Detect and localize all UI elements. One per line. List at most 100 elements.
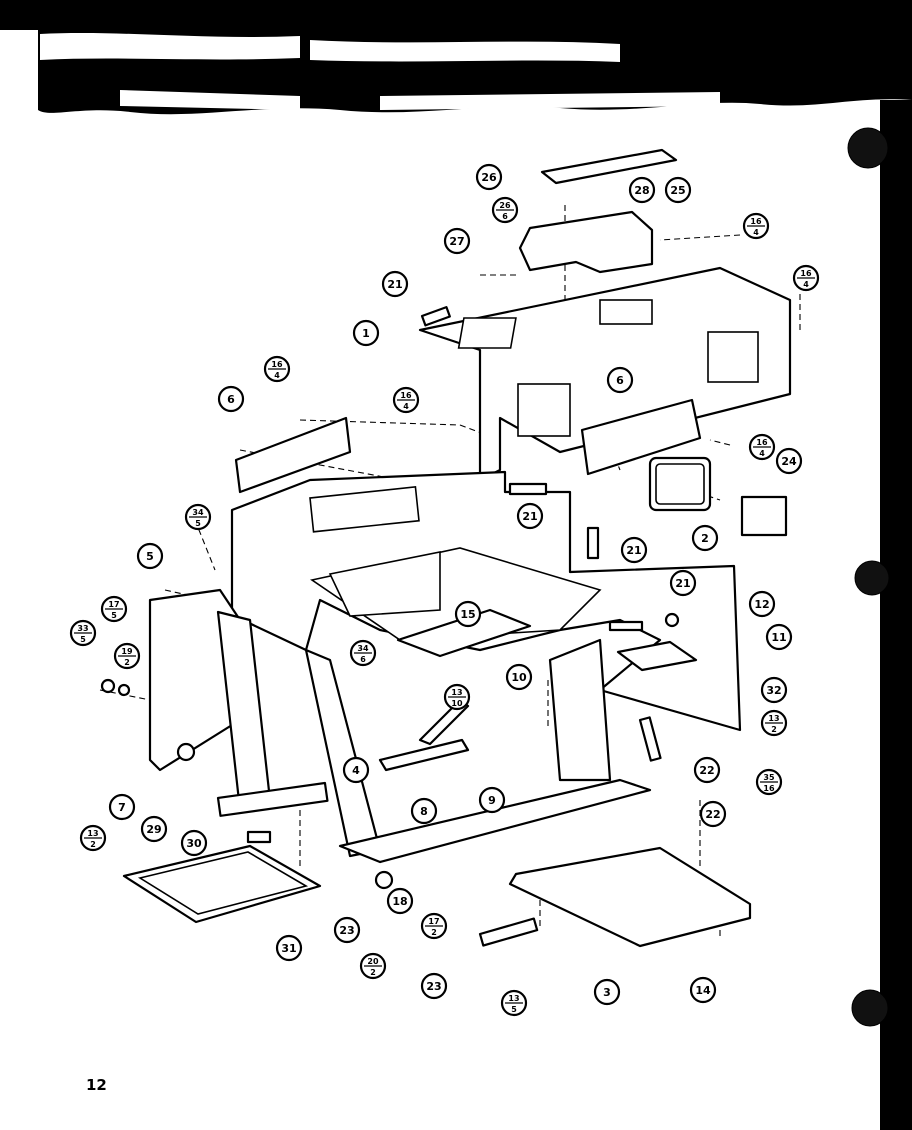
callout-number: 27: [449, 235, 464, 248]
callout-number: 22: [699, 764, 714, 777]
callout-c1: 1: [352, 319, 380, 347]
callout-c27: 27: [443, 227, 471, 255]
callout-number: 16: [800, 269, 812, 278]
callout-c16e: 164: [748, 433, 776, 461]
callout-c26a: 26: [475, 163, 503, 191]
part-12-knob: [664, 612, 680, 628]
callout-c22b: 22: [699, 800, 727, 828]
part-18-plug: [374, 870, 394, 890]
callout-number: 9: [488, 794, 496, 807]
callout-quantity: 2: [431, 928, 437, 937]
callout-number: 10: [511, 671, 527, 684]
callout-quantity: 5: [80, 635, 86, 644]
callout-c18: 18: [386, 887, 414, 915]
callout-c16c: 164: [263, 355, 291, 383]
callout-quantity: 4: [274, 371, 280, 380]
callout-number: 8: [420, 805, 428, 818]
callout-quantity: 10: [451, 699, 463, 708]
callout-number: 16: [756, 438, 768, 447]
callout-c6b: 6: [606, 366, 634, 394]
callout-number: 2: [701, 532, 709, 545]
callout-c3: 3: [593, 978, 621, 1006]
callout-c23a: 23: [333, 916, 361, 944]
callout-number: 34: [357, 644, 369, 653]
callout-c17a: 175: [100, 595, 128, 623]
callout-c17b: 172: [420, 912, 448, 940]
callout-quantity: 6: [502, 212, 508, 221]
part-29-rail: [216, 781, 329, 817]
callout-c7: 7: [108, 793, 136, 821]
callout-c34: 345: [184, 503, 212, 531]
part-19-nut: [117, 683, 131, 697]
callout-c32: 32: [760, 676, 788, 704]
callout-c4: 4: [342, 756, 370, 784]
callout-quantity: 2: [771, 725, 777, 734]
callout-quantity: 16: [763, 784, 775, 793]
part-11: [616, 640, 698, 672]
callout-c5: 5: [136, 542, 164, 570]
callout-number: 13: [768, 714, 779, 723]
callout-number: 21: [675, 577, 690, 590]
callout-number: 7: [118, 801, 126, 814]
callout-c13d: 135: [500, 989, 528, 1017]
part-21-clip-top: [420, 306, 451, 327]
callout-c9: 9: [478, 786, 506, 814]
callout-quantity: 2: [90, 840, 96, 849]
callout-number: 33: [77, 624, 88, 633]
callout-quantity: 5: [195, 519, 201, 528]
callout-c11: 11: [765, 623, 793, 651]
callout-number: 25: [670, 184, 685, 197]
callout-c30: 30: [180, 829, 208, 857]
callout-c23b: 23: [420, 972, 448, 1000]
callout-number: 24: [781, 455, 797, 468]
callout-number: 13: [451, 688, 462, 697]
callout-c29: 29: [140, 815, 168, 843]
callout-c28: 28: [628, 176, 656, 204]
callout-c21a: 21: [381, 270, 409, 298]
callout-c8: 8: [410, 797, 438, 825]
callout-number: 16: [271, 360, 283, 369]
callout-number: 1: [362, 327, 370, 340]
callout-number: 20: [367, 957, 379, 966]
callout-number: 32: [766, 684, 781, 697]
callout-number: 16: [400, 391, 412, 400]
callout-c21c: 21: [620, 536, 648, 564]
callout-c16a: 164: [742, 212, 770, 240]
callout-c33: 335: [69, 619, 97, 647]
callout-number: 15: [460, 608, 475, 621]
callout-quantity: 2: [124, 658, 130, 667]
callout-number: 35: [763, 773, 775, 782]
frame-leg-right: [548, 638, 612, 782]
callout-c24: 24: [775, 447, 803, 475]
part-21-clip-a: [508, 482, 548, 496]
callout-c25: 25: [664, 176, 692, 204]
callout-c19: 192: [113, 642, 141, 670]
callout-c16d: 164: [392, 386, 420, 414]
callout-number: 11: [771, 631, 786, 644]
part-30-clip: [246, 830, 272, 844]
callout-number: 18: [392, 895, 407, 908]
part-6-panel-right: [580, 398, 702, 476]
callout-c26b: 266: [491, 196, 519, 224]
callout-c20: 202: [359, 952, 387, 980]
callout-number: 23: [339, 924, 354, 937]
callout-number: 13: [508, 994, 519, 1003]
callout-number: 30: [186, 837, 202, 850]
part-3-drip-tray: [508, 846, 752, 948]
callout-c6a: 6: [217, 385, 245, 413]
part-26-strip: [540, 148, 678, 185]
callout-number: 21: [522, 510, 537, 523]
callout-number: 13: [87, 829, 98, 838]
callout-number: 26: [499, 201, 511, 210]
callout-c14: 14: [689, 976, 717, 1004]
part-6-panel-left: [234, 416, 352, 494]
part-8-hanger: [378, 698, 470, 772]
callout-number: 17: [108, 600, 119, 609]
callout-quantity: 4: [803, 280, 809, 289]
callout-quantity: 4: [759, 449, 765, 458]
callout-number: 29: [146, 823, 161, 836]
part-21-clip-c: [608, 620, 644, 632]
